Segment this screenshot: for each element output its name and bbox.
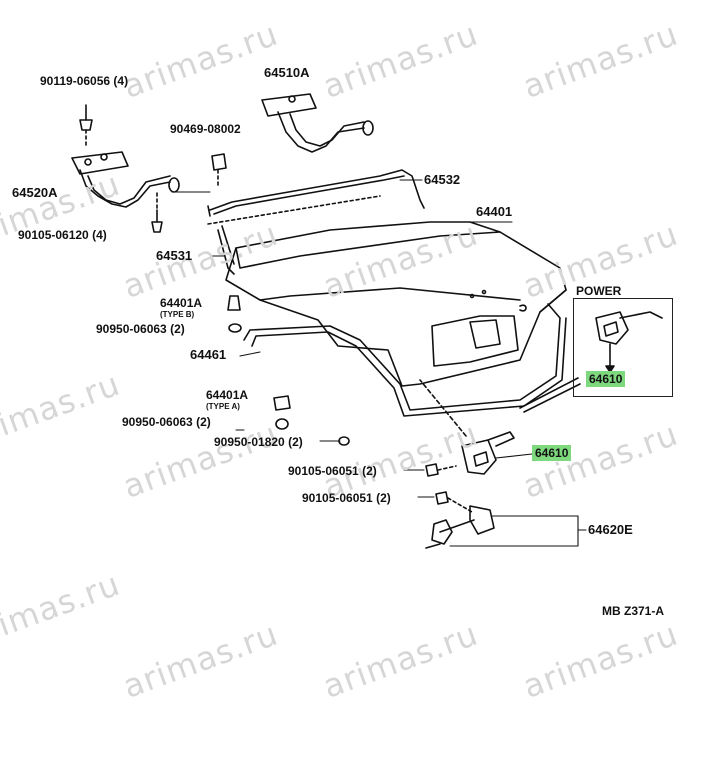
- weatherstrip-seal-part: [243, 303, 567, 417]
- label-64520a[interactable]: 64520A: [12, 185, 58, 200]
- lock-bolts-part: [425, 463, 473, 513]
- power-lock-box: [573, 298, 673, 397]
- label-power: POWER: [576, 284, 622, 298]
- striker-part: [425, 505, 495, 549]
- label-90469-08002[interactable]: 90469-08002: [170, 122, 241, 136]
- right-hinge-part: [261, 93, 374, 153]
- power-leader: [519, 377, 579, 409]
- label-64610-main[interactable]: 64610: [532, 445, 572, 461]
- label-64401a-type-a[interactable]: 64401A: [206, 388, 249, 402]
- diagram-code: MB Z371-A: [602, 604, 665, 618]
- label-90105-06051-b[interactable]: 90105-06051 (2): [302, 491, 391, 505]
- label-64401[interactable]: 64401: [476, 204, 513, 219]
- label-90950-06063-a[interactable]: 90950-06063 (2): [96, 322, 185, 336]
- power-lock-part: [595, 311, 663, 373]
- highlight-64610-main[interactable]: 64610: [532, 445, 572, 461]
- label-90119-06056[interactable]: 90119-06056 (4): [40, 74, 129, 88]
- torsion-rods-part: [207, 169, 425, 275]
- label-type-a: (TYPE A): [206, 402, 240, 411]
- label-90950-06063-b[interactable]: 90950-06063 (2): [122, 415, 211, 429]
- label-64620e[interactable]: 64620E: [588, 522, 633, 537]
- label-64461[interactable]: 64461: [190, 347, 227, 362]
- trunk-lock-part: [419, 379, 515, 475]
- label-64510a[interactable]: 64510A: [264, 65, 310, 80]
- label-64532[interactable]: 64532: [424, 172, 461, 187]
- label-64610-power[interactable]: 64610: [586, 371, 626, 387]
- label-64531[interactable]: 64531: [156, 248, 193, 263]
- leader-lines: [171, 179, 587, 547]
- bolt-90105-top-part: [151, 189, 163, 233]
- bolt-90119-part: [79, 104, 93, 149]
- label-type-b: (TYPE B): [160, 310, 195, 319]
- highlight-64610-power[interactable]: 64610: [586, 371, 626, 387]
- left-hinge-part: [71, 151, 180, 208]
- label-90105-06120[interactable]: 90105-06120 (4): [18, 228, 107, 242]
- label-90950-01820[interactable]: 90950-01820 (2): [214, 435, 303, 449]
- label-90105-06051-a[interactable]: 90105-06051 (2): [288, 464, 377, 478]
- trunk-lid-part: [225, 221, 567, 387]
- clip-90469-part: [211, 153, 227, 187]
- label-64401a-type-b[interactable]: 64401A: [160, 296, 203, 310]
